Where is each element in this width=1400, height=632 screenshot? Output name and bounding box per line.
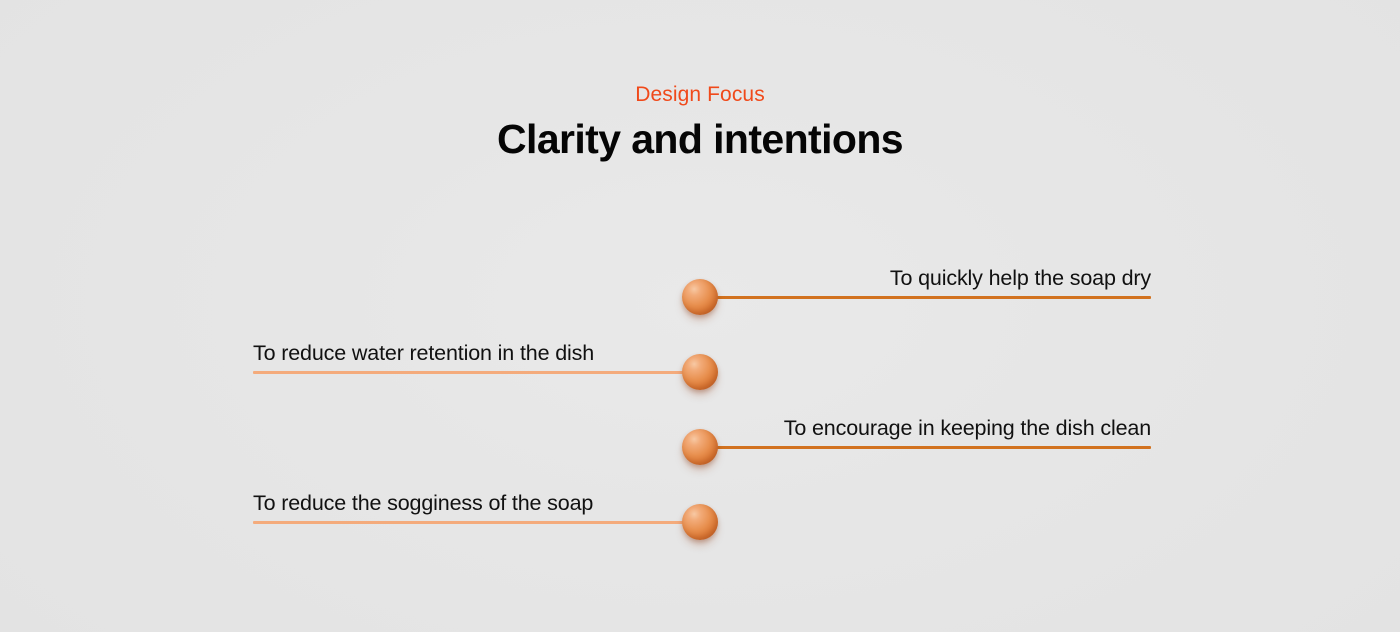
connector-line xyxy=(700,296,1151,299)
node-sphere-icon xyxy=(682,429,718,465)
diagram-node: To encourage in keeping the dish clean xyxy=(0,416,1400,468)
node-label: To reduce water retention in the dish xyxy=(253,341,595,365)
node-sphere-icon xyxy=(682,354,718,390)
connector-line xyxy=(253,371,700,374)
node-sphere-icon xyxy=(682,504,718,540)
node-label: To encourage in keeping the dish clean xyxy=(783,416,1151,440)
connector-line xyxy=(253,521,700,524)
page-title: Clarity and intentions xyxy=(497,116,904,162)
slide-header: Design Focus Clarity and intentions xyxy=(0,82,1400,165)
node-sphere-icon xyxy=(682,279,718,315)
eyebrow-label: Design Focus xyxy=(635,83,765,106)
diagram-node: To reduce water retention in the dish xyxy=(0,341,1400,393)
node-label: To quickly help the soap dry xyxy=(889,266,1151,290)
diagram-node: To quickly help the soap dry xyxy=(0,266,1400,318)
node-label: To reduce the sogginess of the soap xyxy=(253,491,594,515)
connector-line xyxy=(700,446,1151,449)
diagram-node: To reduce the sogginess of the soap xyxy=(0,491,1400,543)
